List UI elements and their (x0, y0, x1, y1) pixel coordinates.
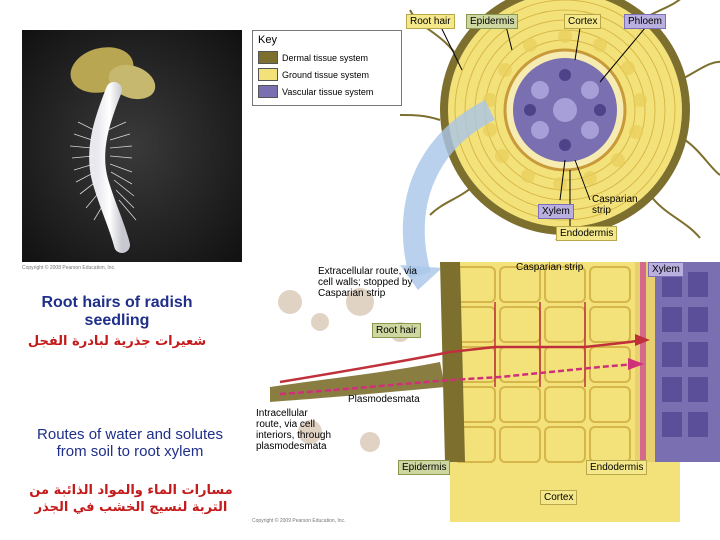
label-xylem-top: Xylem (538, 204, 574, 219)
label-epidermis: Epidermis (398, 460, 451, 475)
label-cortex-top: Cortex (564, 14, 602, 29)
routes-caption-en: Routes of water and solutes from soil to… (37, 426, 223, 460)
key-item-ground: Ground tissue system (258, 68, 369, 81)
label-epidermis-top: Epidermis (466, 14, 519, 29)
label-xylem: Xylem (648, 262, 684, 277)
label-root-hair: Root hair (372, 323, 421, 338)
seedling-copyright: Copyright © 2008 Pearson Education, Inc. (22, 265, 116, 271)
routes-caption-ar: مسارات الماء والمواد الذائبة من التربة ل… (29, 483, 233, 515)
key-item-label: Dermal tissue system (282, 52, 369, 63)
label-cortex: Cortex (540, 490, 578, 505)
key-title: Key (258, 34, 277, 46)
key-item-label: Vascular tissue system (282, 86, 374, 97)
label-endodermis-top: Endodermis (556, 226, 618, 241)
label-extracellular-route: Extracellular route, via cell walls; sto… (318, 266, 417, 299)
key-legend: Key Dermal tissue system Ground tissue s… (252, 30, 402, 106)
ground-swatch (258, 68, 278, 81)
seedling-title-en: Root hairs of radish seedling (41, 294, 193, 329)
label-casparian-strip: Casparian strip (516, 262, 584, 273)
root-cross-section (379, 0, 720, 243)
label-plasmodesmata: Plasmodesmata (348, 394, 420, 405)
diagram-copyright: Copyright © 2009 Pearson Education, Inc. (252, 518, 346, 524)
key-item-dermal: Dermal tissue system (258, 51, 368, 64)
key-item-label: Ground tissue system (282, 69, 370, 80)
key-item-vascular: Vascular tissue system (258, 85, 373, 98)
label-intracellular-route: Intracellular route, via cell interiors,… (256, 408, 332, 452)
vascular-swatch (258, 85, 278, 98)
label-casparian-strip-top: Casparian strip (592, 194, 638, 216)
label-phloem-top: Phloem (624, 14, 666, 29)
zoom-arrow (380, 100, 520, 290)
seedling-title-ar: شعيرات جذرية لبادرة الفجل (27, 334, 207, 349)
dermal-swatch (258, 51, 278, 64)
seedling-photo (22, 30, 242, 262)
label-endodermis: Endodermis (586, 460, 648, 475)
label-root-hair-top: Root hair (406, 14, 455, 29)
route-diagram (250, 262, 720, 532)
